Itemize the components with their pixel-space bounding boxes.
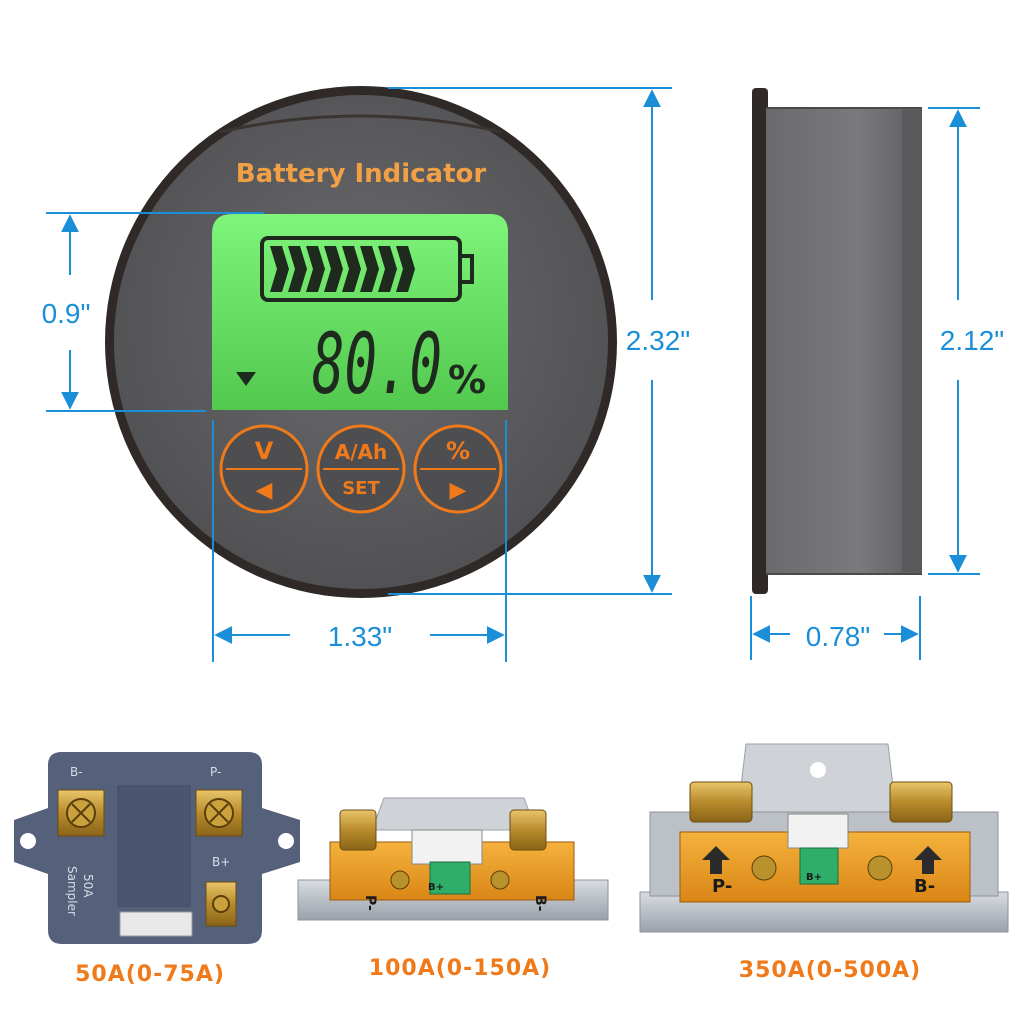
- right-arrow-icon: ▶: [450, 478, 467, 503]
- 50a-sampler-label: Sampler: [65, 866, 79, 916]
- shunt-50a-caption: 50A(0-75A): [75, 962, 225, 987]
- side-height-label: 2.12": [940, 325, 1004, 356]
- button-set-top-label: A/Ah: [335, 440, 388, 464]
- button-width-label: 1.33": [328, 621, 392, 652]
- battery-segment: [396, 246, 415, 292]
- 350a-b-minus-label: B-: [914, 876, 935, 897]
- battery-segment: [360, 246, 379, 292]
- shunt-100a: P- B- B+: [297, 797, 609, 921]
- 50a-p-minus-label: P-: [210, 765, 221, 779]
- shunt-100a-caption: 100A(0-150A): [368, 956, 552, 981]
- meter-unit: %: [448, 358, 486, 402]
- 50a-body-label: 50A: [81, 874, 95, 898]
- battery-icon: [260, 236, 474, 302]
- button-percent[interactable]: % ▶: [413, 424, 503, 514]
- meter-front: Battery Indicator 80.0 % V ◀ A/Ah SET: [105, 86, 617, 598]
- 100a-b-minus-label: B-: [532, 895, 548, 912]
- 100a-b-plus-label: B+: [428, 882, 444, 893]
- 100a-p-minus-label: P-: [362, 895, 378, 911]
- depth-label: 0.78": [806, 621, 870, 652]
- button-set-bottom-label: SET: [342, 478, 380, 499]
- meter-side-view: [752, 88, 922, 594]
- battery-segment: [378, 246, 397, 292]
- dimension-lines: [46, 87, 980, 662]
- battery-segment: [324, 246, 343, 292]
- button-set[interactable]: A/Ah SET: [316, 424, 406, 514]
- battery-segment: [306, 246, 325, 292]
- left-arrow-icon: ◀: [256, 478, 273, 503]
- body-height-label: 2.32": [626, 325, 690, 356]
- battery-segment: [342, 246, 361, 292]
- 350a-b-plus-label: B+: [806, 872, 822, 883]
- 50a-b-minus-label: B-: [70, 765, 83, 779]
- 50a-b-plus-label: B+: [212, 855, 230, 869]
- button-v[interactable]: V ◀: [219, 424, 309, 514]
- button-v-label: V: [255, 437, 274, 465]
- shunt-350a: P- B- B+: [639, 743, 1009, 933]
- shunt-50a: B- P- B+ 50A Sampler: [14, 752, 300, 944]
- meter-title: Battery Indicator: [236, 159, 487, 189]
- button-percent-label: %: [446, 437, 470, 465]
- battery-level-segments: [270, 246, 415, 292]
- meter-reading: 80.0: [312, 315, 442, 413]
- down-triangle-icon: [236, 372, 256, 386]
- dimension-labels: 0.9" 2.32" 1.33" 2.12" 0.78": [42, 298, 1005, 652]
- 350a-p-minus-label: P-: [712, 876, 732, 897]
- battery-segment: [288, 246, 307, 292]
- shunt-350a-caption: 350A(0-500A): [738, 958, 922, 983]
- battery-segment: [270, 246, 289, 292]
- screen-height-label: 0.9": [42, 298, 91, 329]
